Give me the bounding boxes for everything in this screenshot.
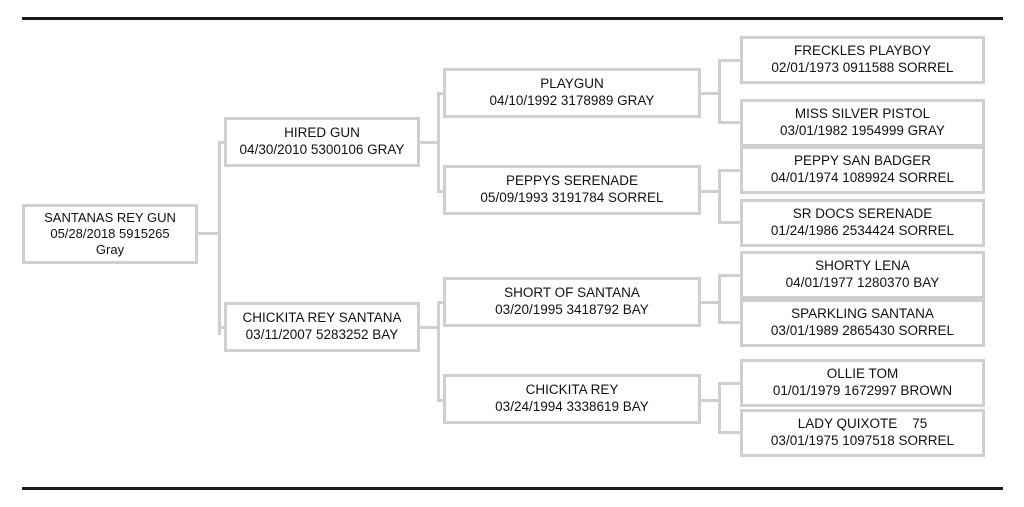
connector-g3-3-stub <box>437 399 445 402</box>
connector-g3-0-vertical <box>718 59 721 124</box>
pedigree-node-g4-4[interactable]: SHORTY LENA 04/01/1977 1280370 BAY <box>740 251 985 299</box>
node-name: CHICKITA REY <box>525 382 619 398</box>
pedigree-node-g3-3[interactable]: CHICKITA REY 03/24/1994 3338619 BAY <box>443 374 701 424</box>
connector-g2-0-stub <box>218 141 226 144</box>
connector-g3-1-out <box>701 190 721 193</box>
pedigree-node-root[interactable]: SANTANAS REY GUN 05/28/2018 5915265 Gray <box>22 204 198 264</box>
connector-g4-3-stub <box>718 221 743 224</box>
pedigree-node-g4-0[interactable]: FRECKLES PLAYBOY 02/01/1973 0911588 SORR… <box>740 36 985 84</box>
node-details: 04/01/1974 1089924 SORREL <box>770 170 955 185</box>
connector-g3-2-out <box>701 301 721 304</box>
node-name: SPARKLING SANTANA <box>791 306 934 322</box>
node-name: PEPPYS SERENADE <box>505 173 639 189</box>
connector-g4-6-stub <box>718 382 743 385</box>
pedigree-node-g4-7[interactable]: LADY QUIXOTE 75 03/01/1975 1097518 SORRE… <box>740 409 985 457</box>
node-details: 03/11/2007 5283252 BAY <box>245 327 399 342</box>
connector-g4-7-stub <box>718 431 743 434</box>
connector-g4-5-stub <box>718 321 743 324</box>
node-name: OLLIE TOM <box>826 366 899 382</box>
connector-g2-1-stub <box>218 326 226 329</box>
connector-g3-2-stub <box>437 301 445 304</box>
pedigree-node-g3-1[interactable]: PEPPYS SERENADE 05/09/1993 3191784 SORRE… <box>443 165 701 215</box>
node-details: 05/09/1993 3191784 SORREL <box>480 190 664 205</box>
node-details: 03/01/1982 1954999 GRAY <box>780 123 945 138</box>
node-details: 05/28/2018 5915265 <box>50 225 170 241</box>
connector-g3-1-stub <box>437 190 445 193</box>
pedigree-node-g4-1[interactable]: MISS SILVER PISTOL 03/01/1982 1954999 GR… <box>740 99 985 147</box>
pedigree-node-g4-2[interactable]: PEPPY SAN BADGER 04/01/1974 1089924 SORR… <box>740 146 985 194</box>
connector-root-stub <box>198 232 220 235</box>
node-name: HIRED GUN <box>284 125 360 141</box>
connector-g2-0-vertical <box>437 92 440 193</box>
connector-g4-0-stub <box>718 59 743 62</box>
pedigree-node-g3-0[interactable]: PLAYGUN 04/10/1992 3178989 GRAY <box>443 68 701 118</box>
connector-g3-3-out <box>701 399 721 402</box>
node-name: PEPPY SAN BADGER <box>793 153 932 169</box>
pedigree-node-g4-3[interactable]: SR DOCS SERENADE 01/24/1986 2534424 SORR… <box>740 199 985 247</box>
node-details: 03/20/1995 3418792 BAY <box>495 302 649 317</box>
connector-g3-0-stub <box>437 92 445 95</box>
connector-g4-1-stub <box>718 121 743 124</box>
connector-g4-4-stub <box>718 274 743 277</box>
node-details: 01/24/1986 2534424 SORREL <box>770 223 955 238</box>
node-details: 03/24/1994 3338619 BAY <box>495 399 649 414</box>
pedigree-node-g3-2[interactable]: SHORT OF SANTANA 03/20/1995 3418792 BAY <box>443 277 701 327</box>
connector-root-vertical <box>218 141 221 335</box>
node-name: FRECKLES PLAYBOY <box>793 43 932 59</box>
node-details: 03/01/1975 1097518 SORREL <box>770 433 955 448</box>
node-name: SR DOCS SERENADE <box>792 206 933 222</box>
top-divider-rule <box>22 17 1003 20</box>
node-name: CHICKITA REY SANTANA <box>242 310 402 326</box>
connector-g2-1-vertical <box>437 301 440 402</box>
connector-g4-2-stub <box>718 169 743 172</box>
node-name: SHORT OF SANTANA <box>504 285 640 301</box>
connector-g3-3-vertical <box>718 382 721 433</box>
connector-g3-1-vertical <box>718 169 721 223</box>
connector-g3-2-vertical <box>718 274 721 323</box>
node-details: 03/01/1989 2865430 SORREL <box>770 323 955 338</box>
pedigree-node-g4-6[interactable]: OLLIE TOM 01/01/1979 1672997 BROWN <box>740 359 985 407</box>
pedigree-node-dam[interactable]: CHICKITA REY SANTANA 03/11/2007 5283252 … <box>224 302 420 352</box>
node-details: 04/01/1977 1280370 BAY <box>785 275 940 290</box>
pedigree-node-g4-5[interactable]: SPARKLING SANTANA 03/01/1989 2865430 SOR… <box>740 299 985 347</box>
connector-g3-0-out <box>701 92 721 95</box>
node-name: LADY QUIXOTE 75 <box>797 416 928 432</box>
node-name: MISS SILVER PISTOL <box>794 106 931 122</box>
node-details: 01/01/1979 1672997 BROWN <box>772 383 953 398</box>
node-name: SANTANAS REY GUN <box>44 209 176 225</box>
connector-g2-0-out <box>420 141 440 144</box>
node-name: SHORTY LENA <box>815 258 910 274</box>
node-details: 04/10/1992 3178989 GRAY <box>489 93 655 108</box>
node-details: 02/01/1973 0911588 SORREL <box>771 60 954 75</box>
bottom-divider-rule <box>22 487 1003 490</box>
pedigree-node-sire[interactable]: HIRED GUN 04/30/2010 5300106 GRAY <box>224 117 420 167</box>
node-details: 04/30/2010 5300106 GRAY <box>239 142 405 157</box>
node-name: PLAYGUN <box>540 76 604 92</box>
node-color: Gray <box>95 242 125 258</box>
connector-g2-1-out <box>420 326 440 329</box>
